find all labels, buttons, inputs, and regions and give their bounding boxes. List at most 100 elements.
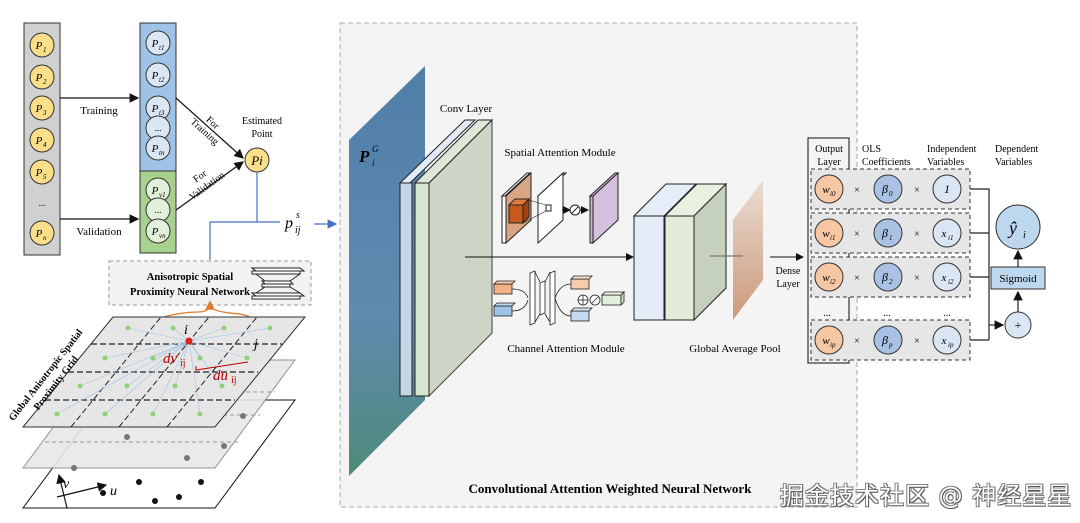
aspnn-box: Anisotropic Spatial Proximity Neural Net… bbox=[108, 260, 312, 306]
beta-node-text: β bbox=[881, 270, 888, 284]
grid-point bbox=[152, 498, 158, 504]
grid-point bbox=[267, 325, 273, 331]
sum-connector bbox=[970, 188, 990, 341]
svg-text:Variables: Variables bbox=[927, 157, 964, 168]
grid-point bbox=[184, 455, 190, 461]
weight-node-subscript: i0 bbox=[830, 190, 836, 198]
weight-node-circle bbox=[814, 325, 844, 355]
grid-point bbox=[77, 383, 83, 389]
beta-node-subscript: 2 bbox=[889, 278, 893, 286]
grid-point bbox=[71, 465, 77, 471]
svg-text:ij: ij bbox=[231, 375, 237, 386]
network-icon bbox=[250, 267, 306, 300]
training-point-node-circle bbox=[145, 30, 171, 56]
variable-node-subscript: ip bbox=[948, 341, 954, 349]
connector-line-aspnn bbox=[209, 221, 280, 260]
times-symbol: × bbox=[914, 185, 920, 196]
point-node-circle bbox=[29, 95, 55, 121]
grid-point bbox=[172, 383, 178, 389]
variable-node-text: 1 bbox=[944, 182, 950, 196]
ellipsis: ... bbox=[155, 205, 162, 215]
grid-point bbox=[150, 355, 156, 361]
svg-text:Coefficients: Coefficients bbox=[862, 157, 911, 168]
svg-text:s: s bbox=[296, 210, 300, 221]
proximity-line bbox=[104, 340, 190, 359]
grid-point bbox=[176, 494, 182, 500]
grid-point bbox=[244, 355, 250, 361]
channel-attention-label: Channel Attention Module bbox=[507, 343, 624, 355]
estimated-point-label-2: Point bbox=[251, 129, 272, 140]
estimated-point-text: Pi bbox=[250, 153, 263, 168]
weight-node-subscript: i1 bbox=[830, 234, 835, 242]
svg-text:i: i bbox=[372, 158, 375, 168]
training-point-node-text: P bbox=[151, 103, 159, 115]
variable-node-text: x bbox=[941, 335, 947, 347]
point-node-subscript: 2 bbox=[43, 78, 47, 86]
grid-point bbox=[136, 479, 142, 485]
point-node-text: P bbox=[35, 135, 43, 147]
beta-node-subscript: p bbox=[888, 341, 893, 349]
ellipsis: ... bbox=[155, 123, 162, 133]
times-symbol: × bbox=[914, 273, 920, 284]
proximity-line bbox=[79, 340, 190, 387]
point-i-label: i bbox=[184, 323, 188, 338]
watermark: 掘金技术社区 @ 神经星星 bbox=[780, 482, 1073, 510]
training-point-node-subscript: t3 bbox=[159, 109, 165, 117]
variable-node-circle bbox=[932, 218, 962, 248]
variable-node-circle bbox=[932, 325, 962, 355]
beta-node-text: β bbox=[881, 182, 888, 196]
grid-point bbox=[124, 434, 130, 440]
point-node-circle bbox=[29, 220, 55, 246]
for-validation-arrow bbox=[175, 161, 244, 211]
point-j-label: j bbox=[252, 337, 258, 352]
for-validation-label: For Validation bbox=[187, 168, 227, 203]
weight-node-circle bbox=[814, 262, 844, 292]
training-point-node-subscript: t2 bbox=[159, 76, 165, 84]
svg-text:Variables: Variables bbox=[995, 157, 1032, 168]
grid-point bbox=[102, 411, 108, 417]
plus-node: + bbox=[1004, 311, 1032, 339]
point-node-subscript: 4 bbox=[43, 141, 47, 149]
grid-point bbox=[198, 479, 204, 485]
svg-text:du: du bbox=[213, 368, 228, 384]
grid-point bbox=[102, 355, 108, 361]
proximity-line bbox=[56, 340, 190, 415]
validation-point-node-circle bbox=[145, 218, 171, 244]
dense-layer-label-2: Layer bbox=[776, 279, 800, 290]
training-point-node-text: P bbox=[151, 70, 159, 82]
weight-node-subscript: i2 bbox=[830, 278, 836, 286]
variable-node-text: x bbox=[941, 228, 947, 240]
point-node-text: P bbox=[35, 40, 43, 52]
proximity-line bbox=[188, 327, 225, 342]
bottom-layer-points bbox=[100, 479, 204, 504]
svg-text:Dependent: Dependent bbox=[995, 144, 1039, 155]
training-point-node-subscript: tn bbox=[159, 149, 165, 157]
times-symbol: × bbox=[854, 185, 860, 196]
proximity-line bbox=[126, 340, 190, 387]
svg-text:OLS: OLS bbox=[862, 144, 881, 155]
proximity-line bbox=[188, 340, 248, 359]
svg-text:dv: dv bbox=[163, 351, 178, 367]
point-node-subscript: 3 bbox=[42, 109, 47, 117]
svg-text:ŷ: ŷ bbox=[1007, 218, 1017, 238]
proximity-line bbox=[188, 340, 201, 415]
spatial-attention-label: Spatial Attention Module bbox=[504, 147, 615, 159]
aspnn-title-1: Anisotropic Spatial bbox=[147, 272, 234, 283]
proximity-line bbox=[188, 340, 223, 387]
middle-layer-points bbox=[71, 413, 246, 471]
distance-bracket bbox=[195, 361, 249, 371]
svg-text:...: ... bbox=[943, 308, 951, 319]
beta-node-text: β bbox=[881, 226, 888, 240]
